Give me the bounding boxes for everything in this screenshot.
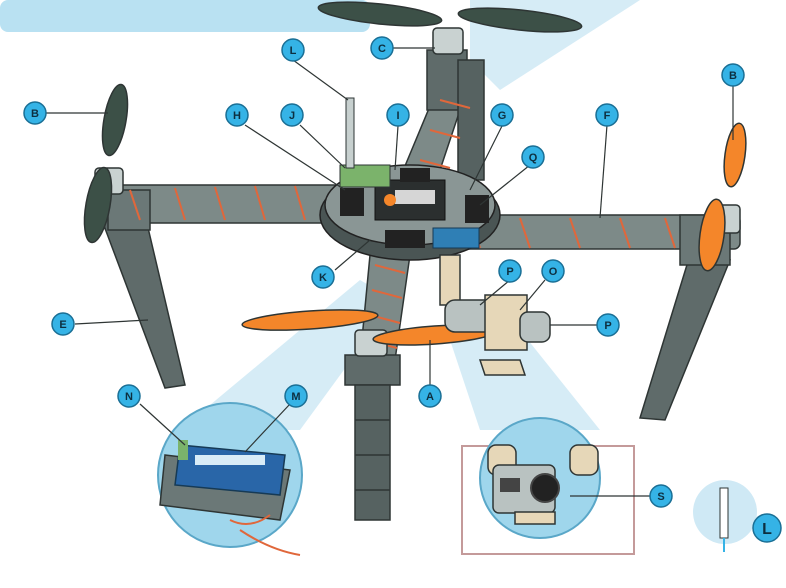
callout-C: C (370, 36, 394, 60)
beam-camera (450, 330, 600, 430)
callout-G: G (490, 103, 514, 127)
callout-H: H (225, 103, 249, 127)
callout-I: I (386, 103, 410, 127)
top-left-panel (0, 0, 370, 32)
callout-B-right: B (721, 63, 745, 87)
svg-text:A: A (426, 391, 434, 403)
svg-text:F: F (604, 110, 611, 122)
svg-text:M: M (291, 391, 300, 403)
battery-inset (157, 402, 303, 556)
callout-L-inset: L (752, 513, 782, 543)
svg-text:J: J (289, 110, 295, 122)
camera-gimbal (439, 254, 551, 376)
callout-J: J (280, 103, 304, 127)
callout-Q: Q (521, 145, 545, 169)
callout-P-right: P (596, 313, 620, 337)
prop-right-b (698, 198, 726, 272)
svg-text:B: B (729, 70, 737, 82)
prop-rear-b (457, 7, 583, 33)
svg-text:O: O (549, 266, 558, 278)
svg-text:S: S (657, 491, 664, 503)
callout-P-top: P (498, 259, 522, 283)
prop-rear-a (317, 1, 443, 27)
motor-rear (432, 27, 464, 55)
callout-B-left: B (23, 101, 47, 125)
svg-text:C: C (378, 43, 386, 55)
svg-text:K: K (319, 272, 327, 284)
svg-text:G: G (498, 110, 507, 122)
callout-K: K (311, 265, 335, 289)
svg-text:Q: Q (529, 152, 538, 164)
callout-L-top: L (281, 38, 305, 62)
svg-text:I: I (396, 110, 399, 122)
svg-text:H: H (233, 110, 241, 122)
callout-E: E (51, 312, 75, 336)
svg-text:E: E (59, 319, 66, 331)
callout-M: M (284, 384, 308, 408)
left-arm (98, 184, 361, 389)
callout-N: N (117, 384, 141, 408)
callout-F: F (595, 103, 619, 127)
camera-inset (461, 417, 635, 555)
prop-front-a (241, 309, 379, 331)
prop-right-a (723, 122, 747, 188)
callout-O: O (541, 259, 565, 283)
svg-text:P: P (506, 266, 513, 278)
antenna-inset (693, 480, 757, 552)
prop-left-b (83, 166, 113, 244)
callout-A: A (418, 384, 442, 408)
svg-text:P: P (604, 320, 611, 332)
callout-S: S (649, 484, 673, 508)
central-hub (319, 97, 501, 261)
leader-lines (46, 47, 734, 497)
svg-text:N: N (125, 391, 133, 403)
svg-text:L: L (762, 521, 772, 538)
svg-text:L: L (290, 45, 297, 57)
prop-left-a (101, 83, 129, 157)
callouts: B B C L H J I G F Q K P O P E A N M S L (23, 36, 782, 543)
svg-text:B: B (31, 108, 39, 120)
